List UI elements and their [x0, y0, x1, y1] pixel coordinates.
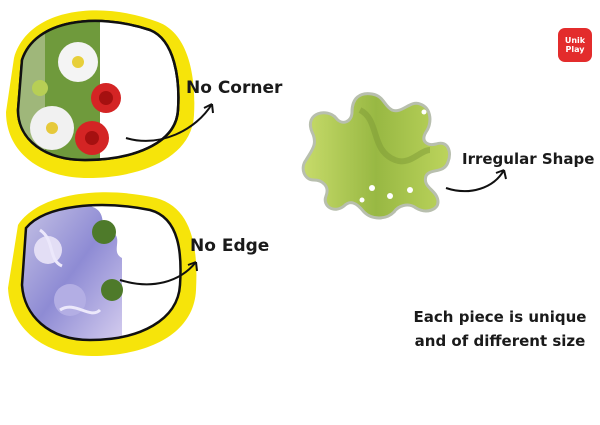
info-text: Each piece is unique and of different si…: [410, 305, 590, 353]
irregular-shape-label: Irregular Shape: [462, 150, 595, 168]
curved-arrow-icon: [119, 261, 198, 286]
logo-text-1: Unik: [564, 36, 586, 45]
curved-arrow-icon: [445, 169, 507, 193]
cloud-puzzle-icon: [22, 205, 135, 340]
logo-text-2: Play: [565, 45, 585, 54]
curved-arrow-icon: [125, 103, 214, 142]
jigsaw-piece-icon: [301, 92, 451, 220]
no-edge-label: No Edge: [190, 236, 270, 256]
flower-puzzle-icon: [18, 20, 132, 161]
no-corner-frame: [6, 10, 195, 178]
no-corner-label: No Corner: [186, 78, 283, 98]
brand-logo: Unik Play: [558, 28, 592, 62]
info-line-2: and of different size: [414, 332, 586, 350]
info-line-1: Each piece is unique: [413, 308, 587, 326]
no-edge-frame: [8, 192, 197, 356]
